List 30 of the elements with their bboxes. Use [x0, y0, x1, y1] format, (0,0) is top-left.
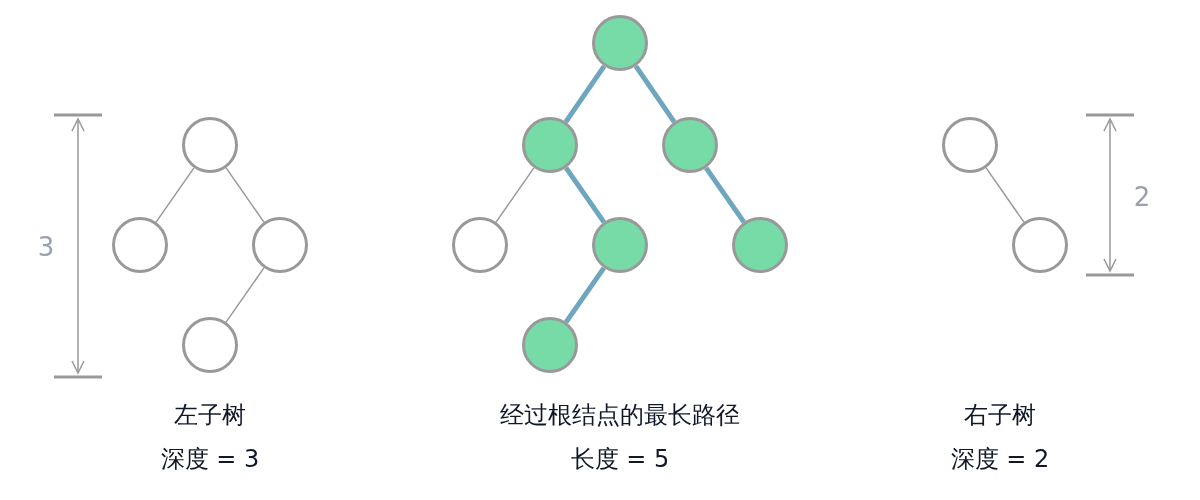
- tree-node: [252, 217, 308, 273]
- highlighted-path-edge: [564, 166, 606, 224]
- highlighted-tree-node: [662, 117, 718, 173]
- highlighted-path-edge: [563, 64, 607, 124]
- highlighted-path-edge: [704, 166, 746, 224]
- tree-node: [182, 317, 238, 373]
- tree-edge: [225, 267, 265, 323]
- caption-text: 经过根结点的最长路径: [499, 400, 741, 431]
- caption-text: 深度 = 3: [159, 444, 261, 475]
- tree-node: [182, 117, 238, 173]
- caption-text: 左子树: [173, 400, 247, 431]
- highlighted-path-edge: [633, 64, 677, 124]
- highlighted-tree-node: [592, 217, 648, 273]
- caption-text: 长度 = 5: [569, 444, 671, 475]
- tree-edge: [225, 167, 265, 223]
- highlighted-tree-node: [732, 217, 788, 273]
- highlighted-tree-node: [522, 317, 578, 373]
- highlighted-tree-node: [592, 15, 648, 71]
- tree-node: [112, 217, 168, 273]
- tree-edge: [495, 167, 535, 223]
- dimension-value: 2: [1132, 181, 1152, 214]
- caption-text: 右子树: [963, 400, 1037, 431]
- caption-text: 深度 = 2: [949, 444, 1051, 475]
- tree-edge: [985, 167, 1025, 223]
- highlighted-tree-node: [522, 117, 578, 173]
- tree-node: [452, 217, 508, 273]
- dimension-value: 3: [36, 231, 56, 264]
- tree-node: [942, 117, 998, 173]
- tree-node: [1012, 217, 1068, 273]
- highlighted-path-edge: [564, 266, 606, 324]
